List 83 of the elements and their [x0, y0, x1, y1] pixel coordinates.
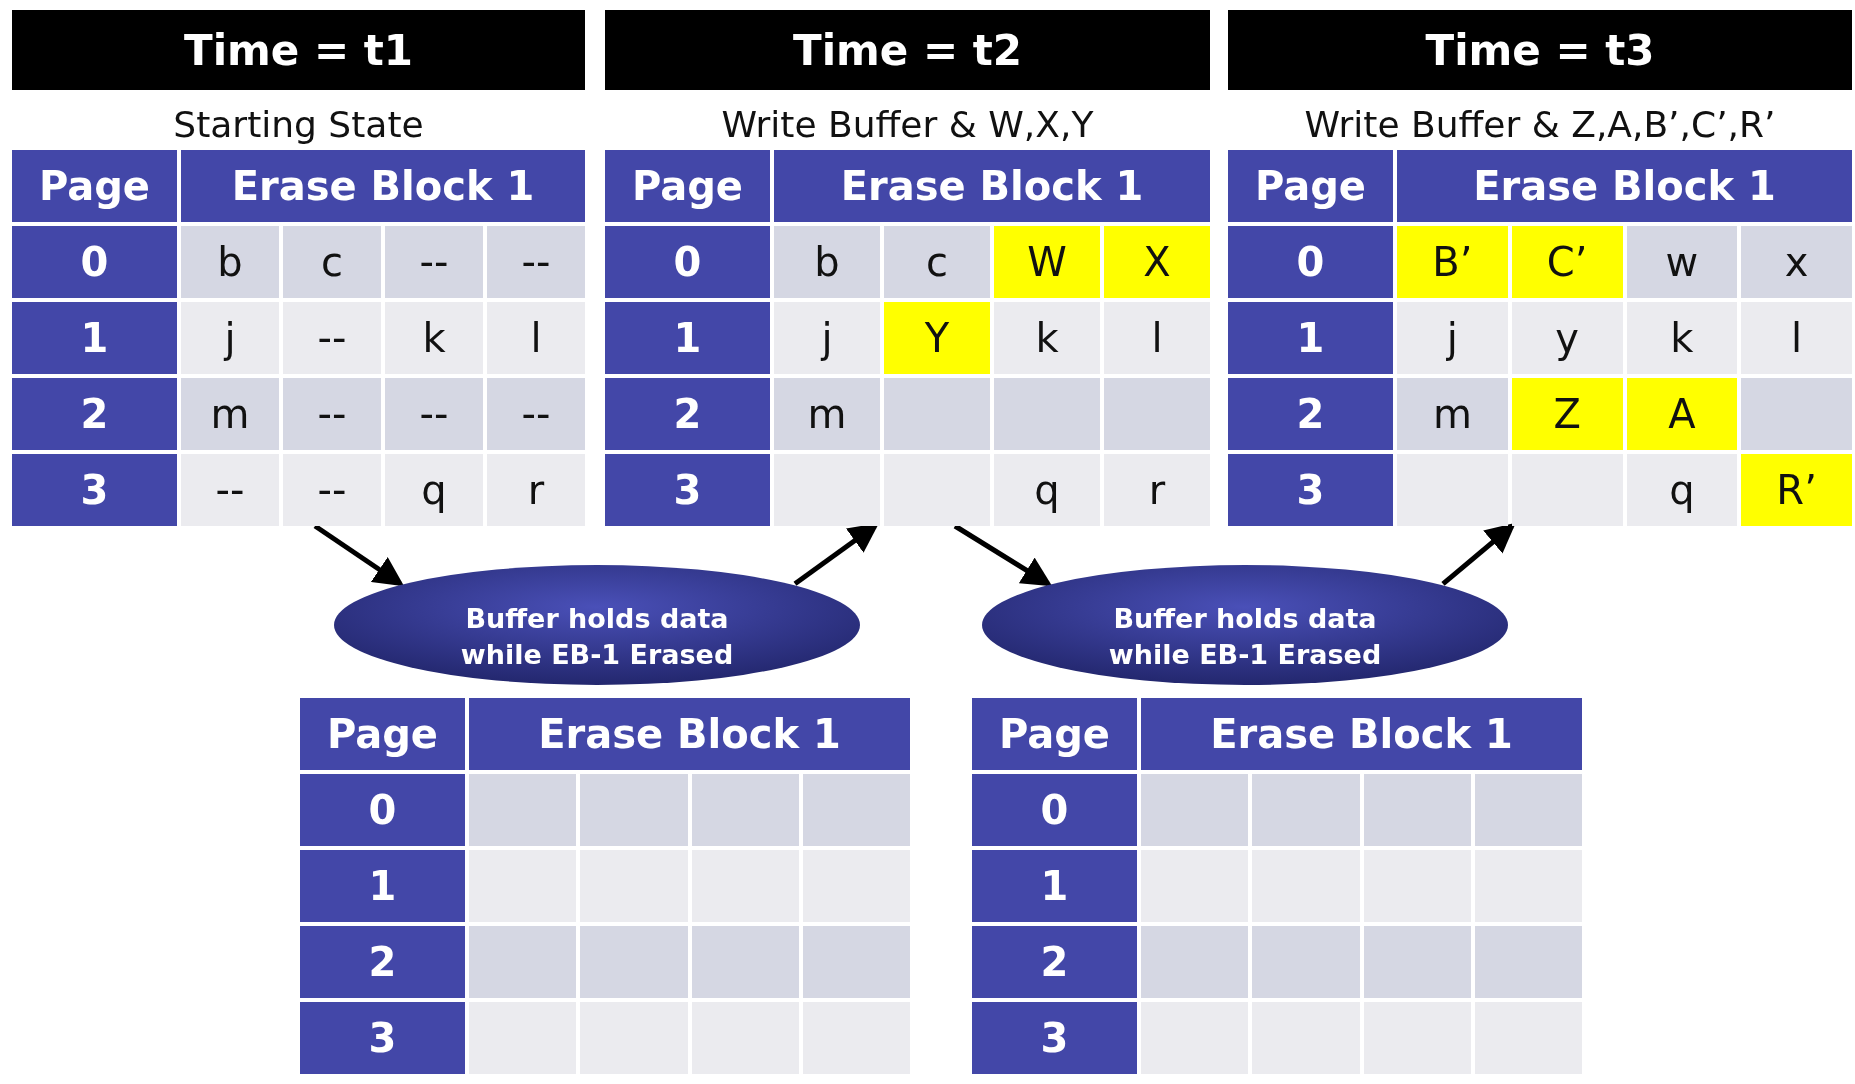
table-cell: r — [487, 454, 585, 526]
table-cell: C’ — [1511, 226, 1623, 298]
table-cell: k — [994, 302, 1100, 374]
row-header: 3 — [1228, 454, 1393, 526]
column-header: Erase Block 1 — [774, 150, 1210, 222]
row-header: 1 — [972, 850, 1137, 922]
row-header: 3 — [300, 1002, 465, 1074]
table-cell: W — [994, 226, 1100, 298]
table-caption: Starting State — [172, 103, 425, 147]
table-cell: A — [1626, 378, 1738, 450]
memory-table — [972, 698, 1582, 1074]
table-cell: q — [994, 454, 1100, 526]
table-cell: X — [1104, 226, 1210, 298]
table-cell: -- — [487, 378, 585, 450]
arrow — [1441, 522, 1516, 586]
table-cell: -- — [487, 226, 585, 298]
table-cell: q — [385, 454, 483, 526]
column-header: Page — [1228, 150, 1393, 222]
buffer-ellipse — [332, 563, 862, 687]
table-cell: B’ — [1397, 226, 1508, 298]
table-cell: w — [1626, 226, 1738, 298]
row-header: 0 — [1228, 226, 1393, 298]
buffer-ellipse — [980, 563, 1510, 687]
table-cell: b — [774, 226, 880, 298]
row-header: 2 — [972, 926, 1137, 998]
table-cell: q — [1626, 454, 1738, 526]
ellipse-text: Buffer holds data while EB-1 Erased — [459, 602, 735, 672]
table-caption: Write Buffer & Z,A,B’,C’,R’ — [1303, 103, 1777, 147]
time-header-band: Time = t1 — [12, 10, 585, 90]
time-header-band: Time = t2 — [605, 10, 1210, 90]
table-cell: m — [181, 378, 279, 450]
row-header: 3 — [972, 1002, 1137, 1074]
row-header: 0 — [972, 774, 1137, 846]
table-cell: -- — [385, 226, 483, 298]
table-cell: j — [1397, 302, 1508, 374]
row-header: 1 — [300, 850, 465, 922]
memory-table — [300, 698, 910, 1074]
ellipse-text: Buffer holds data while EB-1 Erased — [1107, 602, 1383, 672]
table-cell: y — [1511, 302, 1623, 374]
table-cell: Z — [1511, 378, 1623, 450]
row-header: 3 — [605, 454, 770, 526]
table-cell: m — [774, 378, 880, 450]
table-cell: l — [1104, 302, 1210, 374]
row-header: 2 — [300, 926, 465, 998]
row-header: 0 — [300, 774, 465, 846]
table-cell: j — [774, 302, 880, 374]
table-cell: x — [1741, 226, 1852, 298]
column-header: Erase Block 1 — [1141, 698, 1582, 770]
table-cell: -- — [385, 378, 483, 450]
table-cell: l — [487, 302, 585, 374]
row-header: 1 — [12, 302, 177, 374]
column-header: Page — [972, 698, 1137, 770]
row-header: 0 — [12, 226, 177, 298]
table-cell: k — [1626, 302, 1738, 374]
row-header: 0 — [605, 226, 770, 298]
table-cell: l — [1741, 302, 1852, 374]
column-header: Page — [605, 150, 770, 222]
row-header: 2 — [605, 378, 770, 450]
table-cell: R’ — [1741, 454, 1852, 526]
table-cell: r — [1104, 454, 1210, 526]
table-cell: -- — [283, 378, 381, 450]
table-cell: Y — [884, 302, 990, 374]
table-cell: c — [283, 226, 381, 298]
row-header: 2 — [1228, 378, 1393, 450]
table-cell: c — [884, 226, 990, 298]
column-header: Page — [12, 150, 177, 222]
table-cell: m — [1397, 378, 1508, 450]
row-header: 1 — [1228, 302, 1393, 374]
time-header-band: Time = t3 — [1228, 10, 1852, 90]
table-cell: -- — [283, 302, 381, 374]
table-cell: -- — [283, 454, 381, 526]
table-caption: Write Buffer & W,X,Y — [720, 103, 1095, 147]
table-cell: k — [385, 302, 483, 374]
column-header: Erase Block 1 — [1397, 150, 1852, 222]
table-cell: b — [181, 226, 279, 298]
table-cell: j — [181, 302, 279, 374]
column-header: Erase Block 1 — [469, 698, 910, 770]
column-header: Erase Block 1 — [181, 150, 585, 222]
row-header: 1 — [605, 302, 770, 374]
row-header: 2 — [12, 378, 177, 450]
column-header: Page — [300, 698, 465, 770]
row-header: 3 — [12, 454, 177, 526]
table-cell: -- — [181, 454, 279, 526]
